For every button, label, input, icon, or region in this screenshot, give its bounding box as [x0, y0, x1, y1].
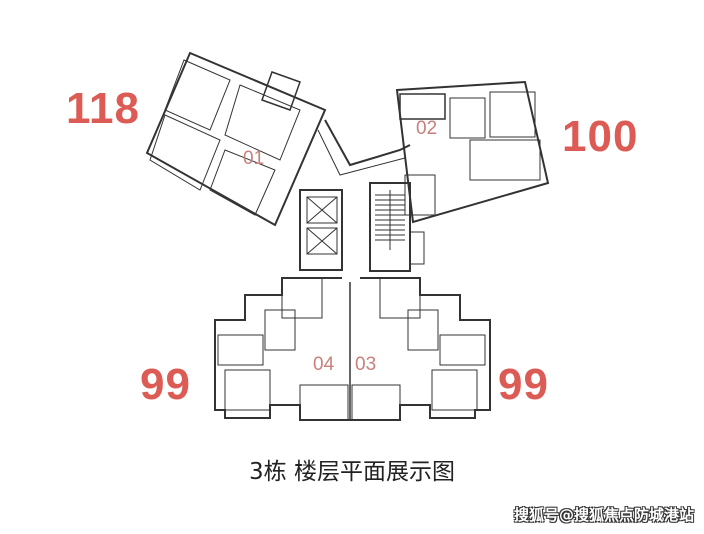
unit-number-04: 04 [313, 354, 335, 375]
unit-number-01: 01 [243, 148, 265, 169]
watermark: 搜狐号@搜狐焦点防城港站 [513, 506, 694, 524]
unit-number-03: 03 [355, 354, 377, 375]
area-label-unit-01: 118 [66, 84, 140, 133]
area-label-unit-03: 99 [498, 360, 549, 409]
units-03-04-plan [214, 277, 491, 421]
plan-caption: 3栋 楼层平面展示图 [249, 459, 455, 485]
unit-02-plan [395, 80, 550, 224]
area-label-unit-04: 99 [140, 360, 191, 409]
area-label-unit-02: 100 [562, 112, 639, 161]
unit-01-plan [145, 51, 327, 227]
unit-number-02: 02 [416, 118, 438, 139]
core-plan [299, 182, 425, 272]
